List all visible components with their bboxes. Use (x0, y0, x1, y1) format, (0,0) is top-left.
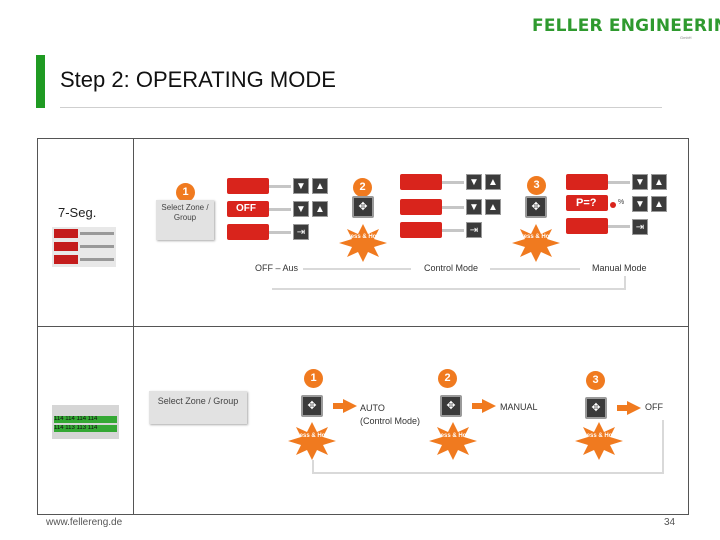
seg-connector (269, 231, 291, 234)
flow-arrow-shaft (333, 403, 343, 409)
press-hold-label: Press & Hold (293, 433, 331, 439)
flow-arrow-shaft (472, 403, 482, 409)
seg-digit-red (54, 229, 78, 238)
press-hold-burst (429, 422, 477, 460)
seg-line (80, 232, 114, 235)
seg-display-off: OFF (227, 201, 269, 217)
mode-label-manual: Manual Mode (592, 263, 647, 273)
seg-connector (269, 185, 291, 188)
arrow-down-button[interactable]: ▼ (466, 199, 482, 215)
seg-connector (442, 206, 464, 209)
page-number: 34 (664, 517, 676, 528)
seg-display-red (566, 218, 608, 234)
seg-connector (608, 225, 630, 228)
press-hold-label: Press & Hold (344, 234, 382, 240)
seg-line (80, 258, 114, 261)
seg-display-red (400, 199, 442, 215)
company-logo: FELLER ENGINEERING (532, 16, 720, 36)
arrow-down-button[interactable]: ▼ (466, 174, 482, 190)
mode-table: 7-Seg. 114 114 114 114 114 113 113 114 (37, 138, 689, 515)
press-hold-label: Press & Hold (517, 234, 555, 240)
flow-arrow-head (482, 399, 496, 413)
mode-select-button[interactable]: ✥ (525, 196, 547, 218)
arrow-up-button[interactable]: ▲ (312, 178, 328, 194)
press-hold-label: Press & Hold (580, 433, 618, 439)
press-hold-burst (575, 422, 623, 460)
arrow-down-button[interactable]: ▼ (293, 178, 309, 194)
mode-select-button[interactable]: ✥ (585, 397, 607, 419)
mode-label-manual: MANUAL (500, 402, 538, 412)
return-loop-line (272, 288, 626, 290)
enter-button[interactable]: ⇥ (632, 219, 648, 235)
seg-connector (608, 181, 630, 184)
return-loop-line (312, 460, 314, 474)
mode-select-button[interactable]: ✥ (301, 395, 323, 417)
step-number-badge: 2 (438, 369, 457, 388)
flow-arrow-line (490, 268, 580, 270)
page-title: Step 2: OPERATING MODE (60, 67, 336, 92)
company-logo-suffix: GmbH (680, 35, 692, 40)
seg-connector (442, 229, 464, 232)
arrow-up-button[interactable]: ▲ (485, 199, 501, 215)
press-hold-burst (288, 422, 336, 460)
mode-select-button[interactable]: ✥ (352, 196, 374, 218)
mode-label-off: OFF (645, 402, 663, 412)
press-hold-burst (339, 224, 387, 262)
seg-display-label: 7-Seg. (58, 205, 97, 220)
flow-arrow-shaft (617, 405, 627, 411)
table-row-divider (38, 326, 688, 327)
step-number-badge: 2 (353, 178, 372, 197)
step-number-badge: 3 (527, 176, 546, 195)
mode-select-button[interactable]: ✥ (440, 395, 462, 417)
seg-display-manual: P=? (566, 195, 608, 211)
seg-digit-red (54, 242, 78, 251)
return-loop-line (624, 276, 626, 290)
lcd-display-thumbnail: 114 114 114 114 114 113 113 114 (52, 405, 119, 439)
title-divider (60, 107, 662, 108)
step-number-badge: 3 (586, 371, 605, 390)
enter-button[interactable]: ⇥ (293, 224, 309, 240)
press-hold-label: Press & Hold (434, 433, 472, 439)
arrow-down-button[interactable]: ▼ (293, 201, 309, 217)
table-column-divider (133, 139, 134, 514)
flow-arrow-head (343, 399, 357, 413)
percent-mark: % (618, 199, 625, 206)
seg-display-red (227, 224, 269, 240)
press-hold-burst (512, 224, 560, 262)
title-accent-bar (36, 55, 45, 108)
seg-connector (442, 181, 464, 184)
select-zone-box: Select Zone / Group (149, 391, 247, 424)
mode-label-auto-detail: (Control Mode) (360, 416, 421, 426)
mode-label-auto: AUTO (360, 403, 385, 413)
arrow-down-button[interactable]: ▼ (632, 196, 648, 212)
step-number-badge: 1 (176, 183, 195, 202)
seg-digit-red (54, 255, 78, 264)
lcd-row-1: 114 114 114 114 (54, 416, 117, 423)
return-loop-line (662, 420, 664, 474)
arrow-down-button[interactable]: ▼ (632, 174, 648, 190)
arrow-up-button[interactable]: ▲ (312, 201, 328, 217)
select-zone-box: Select Zone / Group (156, 200, 214, 240)
arrow-up-button[interactable]: ▲ (651, 174, 667, 190)
seg-display-red (566, 174, 608, 190)
return-loop-line (312, 472, 664, 474)
mode-label-off: OFF – Aus (255, 263, 299, 273)
status-led (610, 202, 616, 208)
seg-display-red (400, 174, 442, 190)
footer-url: www.fellereng.de (46, 517, 123, 528)
lcd-row-2: 114 113 113 114 (54, 425, 117, 432)
flow-arrow-head (627, 401, 641, 415)
step-number-badge: 1 (304, 369, 323, 388)
enter-button[interactable]: ⇥ (466, 222, 482, 238)
seg-display-thumbnail (52, 227, 116, 267)
arrow-up-button[interactable]: ▲ (485, 174, 501, 190)
flow-arrow-line (303, 268, 411, 270)
seg-display-red (400, 222, 442, 238)
seg-display-red (227, 178, 269, 194)
mode-label-control: Control Mode (424, 263, 479, 273)
arrow-up-button[interactable]: ▲ (651, 196, 667, 212)
seg-connector (269, 208, 291, 211)
seg-line (80, 245, 114, 248)
